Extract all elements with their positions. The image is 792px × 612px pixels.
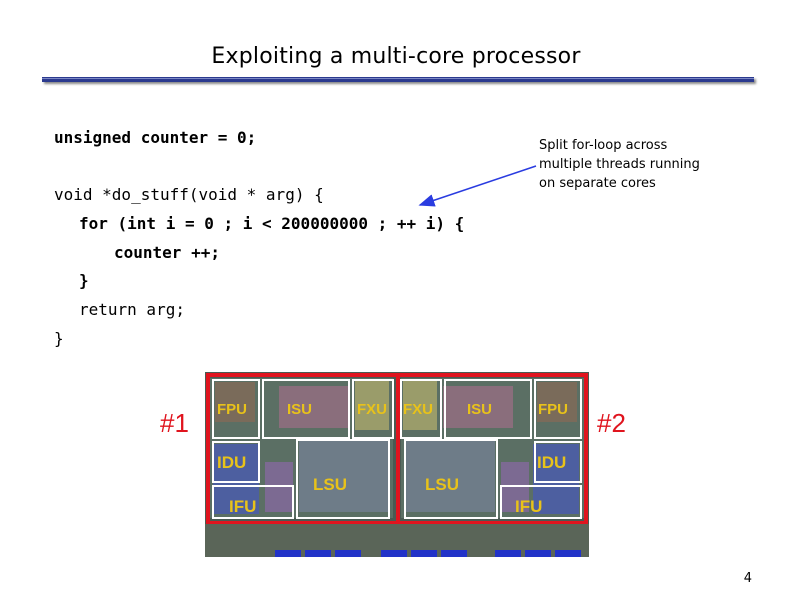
annotation-line-3: on separate cores: [539, 176, 656, 191]
unit-isu-1: ISU: [287, 401, 312, 418]
code-line-2: void *do_stuff(void * arg) {: [54, 185, 324, 204]
annotation-text: Split for-loop across multiple threads r…: [539, 136, 739, 193]
code-line-7: }: [54, 329, 64, 348]
code-line-5: }: [79, 271, 89, 290]
core-1-label: #1: [160, 408, 189, 438]
unit-ifu-1: IFU: [229, 497, 256, 516]
unit-idu-1: IDU: [217, 453, 246, 472]
annotation-line-1: Split for-loop across: [539, 138, 668, 153]
unit-lsu-2: LSU: [425, 475, 459, 494]
unit-idu-2: IDU: [537, 453, 566, 472]
unit-lsu-1: LSU: [313, 475, 347, 494]
title-underline-highlight: [42, 78, 754, 79]
title-underline: [42, 77, 754, 82]
unit-fpu-1: FPU: [217, 401, 247, 418]
core-2-label: #2: [597, 408, 626, 438]
annotation-line-2: multiple threads running: [539, 157, 700, 172]
unit-ifu-2: IFU: [515, 497, 542, 516]
code-line-4: counter ++;: [114, 243, 220, 262]
unit-isu-2: ISU: [467, 401, 492, 418]
processor-die-image: FPU ISU FXU FXU ISU FPU IDU IDU LSU LSU …: [205, 372, 589, 557]
code-line-6: return arg;: [79, 300, 185, 319]
code-line-3: for (int i = 0 ; i < 200000000 ; ++ i) {: [79, 214, 465, 233]
unit-fxu-1: FXU: [357, 401, 387, 418]
unit-fpu-2: FPU: [538, 401, 568, 418]
slide-title: Exploiting a multi-core processor: [211, 44, 581, 69]
code-line-1: unsigned counter = 0;: [54, 128, 257, 147]
page-number: 4: [743, 571, 752, 586]
unit-fxu-2: FXU: [403, 401, 433, 418]
